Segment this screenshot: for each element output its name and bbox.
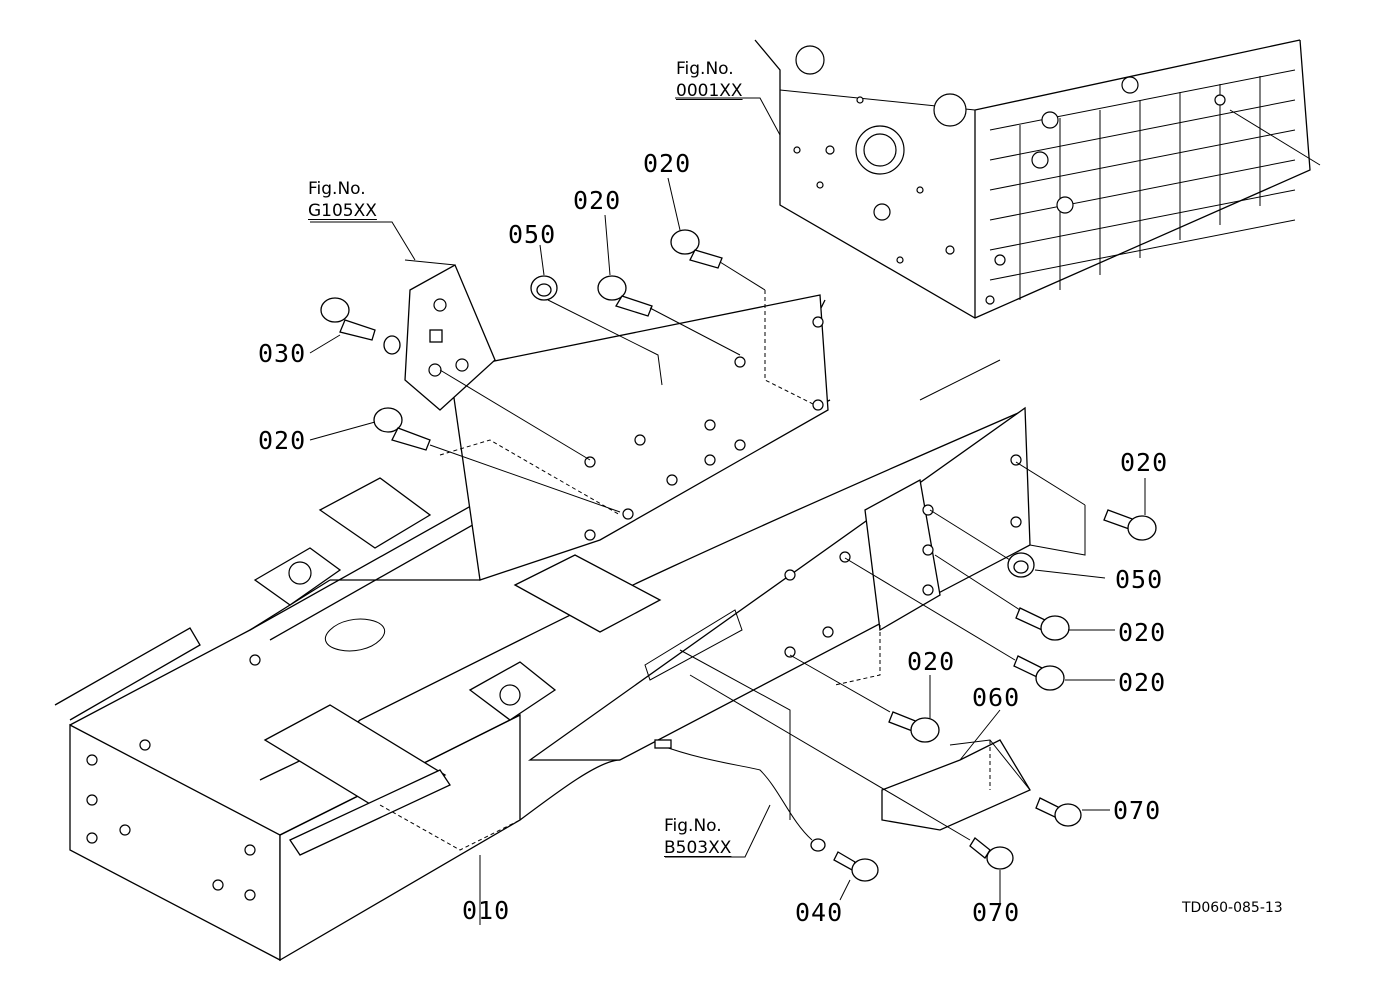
callout-020[interactable]: 020 (573, 186, 622, 215)
bracket-g105-illustration (404, 259, 496, 411)
bolt-030-illustration (320, 297, 401, 355)
front-frame-assembly (54, 290, 1086, 962)
bolt-070-bottom-illustration (969, 837, 1014, 870)
bolt-020-right-c-illustration (1013, 655, 1065, 691)
callout-020[interactable]: 020 (1120, 448, 1169, 477)
bolt-020-top-b-illustration (670, 229, 723, 269)
figure-ref-code: G105XX (308, 201, 377, 222)
callout-050[interactable]: 050 (1115, 565, 1164, 594)
callout-040[interactable]: 040 (795, 898, 844, 927)
drawing-number: TD060-085-13 (1182, 900, 1283, 916)
figure-ref-label: Fig.No. (308, 179, 366, 199)
callout-070[interactable]: 070 (972, 898, 1021, 927)
figure-ref-code: 0001XX (676, 81, 743, 102)
callout-010[interactable]: 010 (462, 896, 511, 925)
harness-connector-illustration (654, 739, 672, 749)
callout-020[interactable]: 020 (907, 647, 956, 676)
bolt-020-right-a-illustration (1103, 509, 1157, 541)
leader-lines (309, 97, 1146, 925)
wire-harness-illustration (659, 744, 813, 841)
callout-070[interactable]: 070 (1113, 796, 1162, 825)
assembly-lines (429, 261, 1086, 841)
figure-ref-bracket: Fig.No. G105XX (308, 178, 377, 222)
collar-050-right-illustration (1007, 552, 1035, 578)
bolt-020-left-illustration (373, 407, 431, 451)
figure-ref-engine: Fig.No. 0001XX (676, 58, 743, 102)
figure-ref-code: B503XX (664, 838, 732, 859)
callout-020[interactable]: 020 (258, 426, 307, 455)
figure-ref-label: Fig.No. (664, 816, 722, 836)
callout-060[interactable]: 060 (972, 683, 1021, 712)
figure-ref-label: Fig.No. (676, 59, 734, 79)
figure-ref-harness: Fig.No. B503XX (664, 815, 731, 859)
bolt-020-top-a-illustration (597, 275, 653, 317)
callout-020[interactable]: 020 (643, 149, 692, 178)
bracket-060-illustration (881, 739, 1031, 831)
callout-020[interactable]: 020 (1118, 618, 1167, 647)
collar-050-top-illustration (530, 275, 558, 301)
bolt-020-bottom-illustration (888, 711, 940, 743)
bolt-040-illustration (810, 838, 879, 882)
engine-block-illustration (754, 39, 1321, 319)
callout-030[interactable]: 030 (258, 339, 307, 368)
bolt-070-right-illustration (1035, 797, 1082, 827)
bolt-020-right-b-illustration (1015, 607, 1070, 641)
callout-050[interactable]: 050 (508, 220, 557, 249)
callout-020[interactable]: 020 (1118, 668, 1167, 697)
